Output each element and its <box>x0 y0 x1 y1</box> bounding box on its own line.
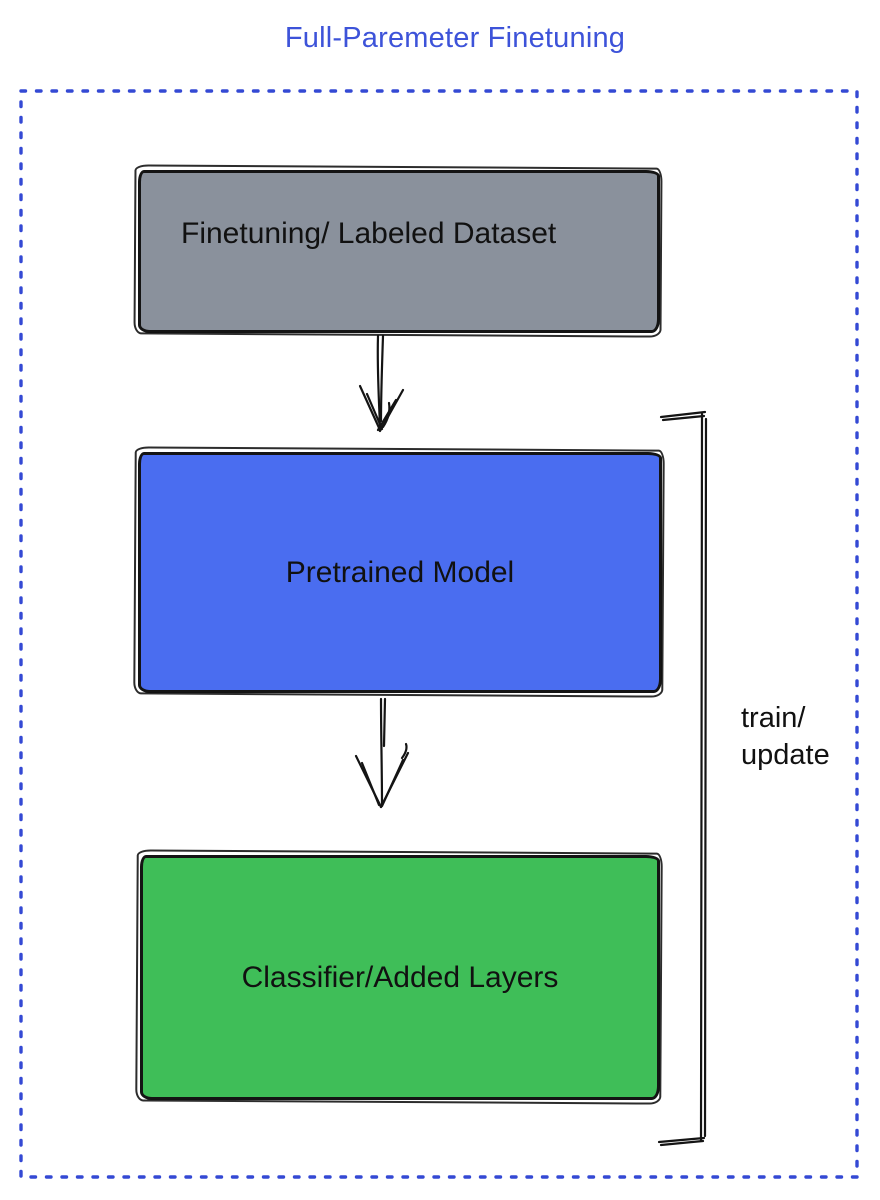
bracket-label-line1: train/ <box>741 702 806 734</box>
down-arrow-icon <box>354 697 410 809</box>
train-update-bracket <box>657 410 708 1147</box>
dataset-box: Finetuning/ Labeled Dataset <box>138 170 660 333</box>
down-arrow-icon <box>358 334 405 433</box>
classifier-box: Classifier/Added Layers <box>140 855 660 1100</box>
pretrained-model-box: Pretrained Model <box>138 452 662 693</box>
bracket-label: train/ update <box>741 700 830 774</box>
dataset-box-label: Finetuning/ Labeled Dataset <box>181 216 557 250</box>
classifier-box-label: Classifier/Added Layers <box>241 960 559 994</box>
bracket-label-line2: update <box>741 739 830 771</box>
pretrained-model-box-label: Pretrained Model <box>285 555 515 589</box>
dashed-boundary <box>19 89 859 1179</box>
diagram-title: Full-Paremeter Finetuning <box>284 22 626 54</box>
